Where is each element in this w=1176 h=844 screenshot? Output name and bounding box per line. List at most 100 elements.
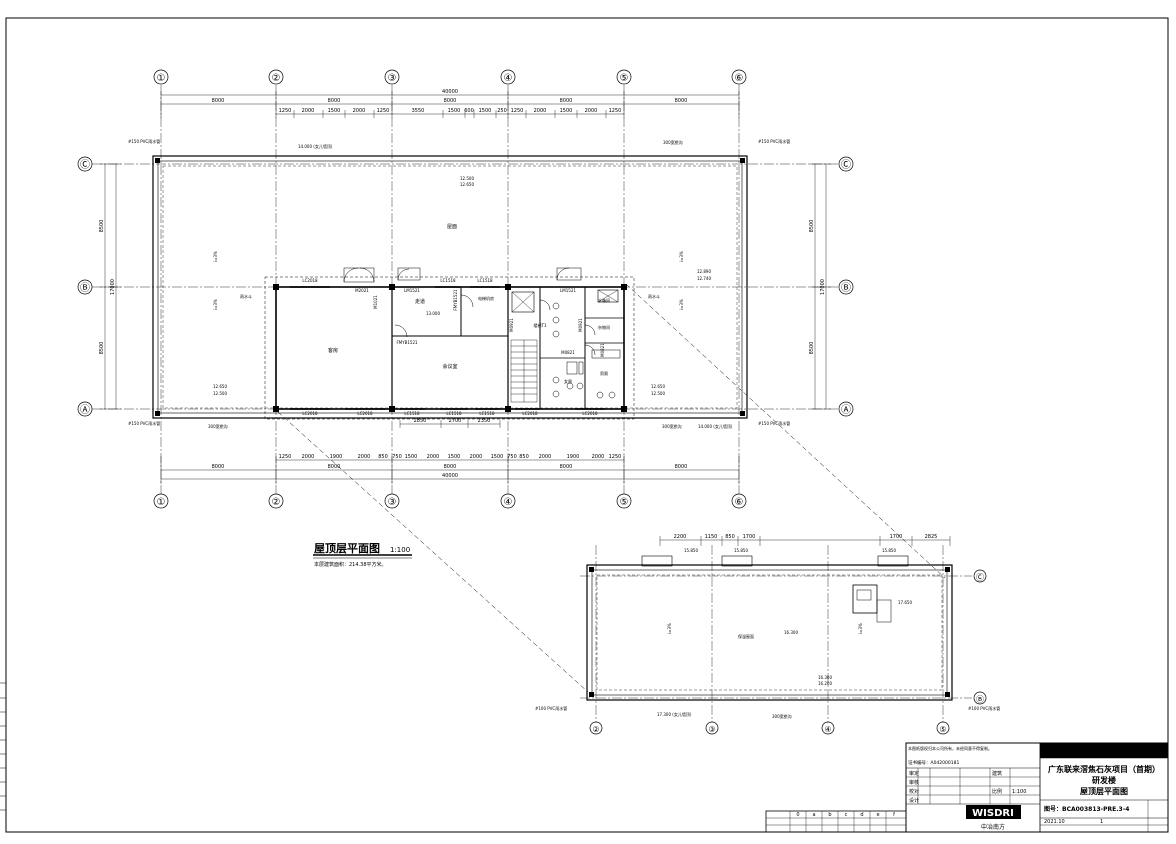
- axis-label-col-3: ③: [388, 73, 397, 84]
- room-label-water-tank: 水箱间: [598, 297, 610, 303]
- sheet-border: [5, 17, 1169, 833]
- dim-top-detail: 2000: [585, 108, 598, 114]
- dim-depth-right: 17000: [820, 279, 826, 295]
- tb-sheet-title: 屋顶层平面图: [1080, 786, 1128, 796]
- door-tag: M1021: [373, 295, 378, 309]
- elevation-roof-b-left: 12.650: [213, 384, 227, 389]
- window-tag: LC2018: [302, 411, 318, 416]
- dim-bottom-detail: 1500: [405, 454, 418, 460]
- grid-lines: [92, 85, 840, 495]
- upper-axis-label: ③: [708, 725, 715, 734]
- room-label-corridor: 走道: [415, 298, 425, 305]
- note-gutter-top: 300宽檐沟: [663, 139, 683, 145]
- upper-elevation-roof-b: 16.200: [818, 681, 832, 686]
- upper-columns: [589, 567, 950, 697]
- upper-roof-outline: [586, 555, 953, 701]
- drawing-title: 屋顶层平面图: [314, 542, 380, 555]
- dim-bay-3-top: 8000: [444, 98, 457, 104]
- room-label-meeting-room: 会议室: [442, 363, 457, 370]
- dim-bottom-detail: 1900: [330, 454, 343, 460]
- tb-building: 研发楼: [1092, 775, 1116, 785]
- upper-axis-label: ④: [824, 725, 831, 734]
- upper-elevation-top: 15.850: [734, 548, 748, 553]
- upper-elevation-roof: 16.300: [818, 675, 832, 680]
- room-label-toilet-m: 男厕: [600, 370, 608, 376]
- rev-col: d: [860, 812, 863, 818]
- note-slope: i=3%: [213, 299, 218, 310]
- tb-scale: 1:100: [1012, 789, 1026, 795]
- elevation-roof-a-right: 12.500: [651, 391, 665, 396]
- dim-top-detail: 1250: [377, 108, 390, 114]
- top-dimension-lines: [160, 91, 740, 118]
- door-tag: M0921: [578, 318, 583, 332]
- tb-discipline-label: 建筑: [992, 770, 1002, 777]
- door-tag: FMYB1521: [396, 340, 418, 345]
- axis-label-col-4: ④: [504, 73, 513, 84]
- window-tag: LC2018: [522, 411, 538, 416]
- window-tag: LC1518: [404, 411, 420, 416]
- upper-note-drain: #100 PVC雨水管: [535, 705, 567, 711]
- upper-dim: 2825: [925, 534, 938, 540]
- upper-dim: 2200: [674, 534, 687, 540]
- room-label-utility: 杂物间: [598, 324, 610, 330]
- dim-overall-bottom: 40000: [442, 473, 458, 479]
- side-dimension-lines: [100, 163, 831, 410]
- elevation-roof-a: 12.500: [460, 176, 474, 181]
- dim-top-detail: 3550: [412, 108, 425, 114]
- upper-axis-label: Ⓒ: [976, 573, 984, 582]
- dim-bottom-detail: 1250: [609, 454, 622, 460]
- bottom-dimension-lines: [160, 420, 740, 484]
- upper-note-slope: i=3%: [858, 623, 863, 634]
- upper-axis-bubbles: [589, 569, 987, 735]
- dim-top-detail: 1250: [609, 108, 622, 114]
- dim-bottom-detail: 850: [519, 454, 529, 460]
- title-block-note-band: [1040, 743, 1168, 758]
- parapet-outline: [152, 155, 748, 419]
- elevation-roof-b-right: 12.650: [651, 384, 665, 389]
- rev-col: 0: [796, 812, 799, 818]
- dim-top-detail: 250: [497, 108, 507, 114]
- upper-elevation-top: 15.850: [882, 548, 896, 553]
- rev-col: b: [828, 812, 831, 818]
- door-tags: M2021 M1021 LM1521 FMYB1521 FMYB1521 LM1…: [355, 288, 605, 357]
- dim-bay-4-bottom: 8000: [560, 464, 573, 470]
- dim-bottom-detail: 2000: [358, 454, 371, 460]
- doors: [343, 267, 596, 356]
- upper-grid-lines: [580, 545, 972, 722]
- dim-row-cb-right: 8500: [809, 220, 815, 233]
- drawing-title-group: 屋顶层平面图 1:100 本层建筑面积：214.38平方米。: [314, 542, 410, 568]
- tb-date: 2021.10: [1044, 819, 1065, 825]
- upper-dim: 1700: [743, 534, 756, 540]
- rev-col: c: [845, 812, 848, 818]
- elevation-parapet-top-b: 14.000 (女儿墙顶): [698, 423, 733, 429]
- axis-label-col-5-bottom: ⑤: [620, 497, 629, 508]
- dim-top-detail: 2000: [534, 108, 547, 114]
- upper-note-drain: #100 PVC雨水管: [968, 705, 1000, 711]
- dim-top-detail: 2000: [302, 108, 315, 114]
- dim-bottom-detail: 1250: [279, 454, 292, 460]
- dim-bottom-detail: 1500: [491, 454, 504, 460]
- room-label-elevator-room: 电梯机房: [478, 295, 494, 301]
- elevation-roof-a-left: 12.500: [213, 391, 227, 396]
- elevation-roof-d: 12.740: [697, 276, 711, 281]
- drawing-title-underline: [313, 554, 412, 559]
- elevation-parapet-top: 14.000 (女儿墙顶): [298, 143, 333, 149]
- upper-dim: 850: [725, 534, 735, 540]
- elevation-floor: 13.000: [426, 311, 440, 316]
- door-tag: LM1521: [404, 288, 420, 293]
- window-tag: LC1518: [440, 278, 456, 283]
- upper-roof-text: 2200 1150 850 1700 1700 2825 15.850 15.8…: [535, 534, 1000, 734]
- dim-bottom-detail: 2000: [302, 454, 315, 460]
- dim-bottom-detail: 1900: [567, 454, 580, 460]
- upper-note-insulation: 保温屋面: [738, 633, 754, 639]
- dim-bottom-detail: 850: [378, 454, 388, 460]
- drawing-area-note: 本层建筑面积：214.38平方米。: [314, 561, 387, 568]
- tb-role: 校对: [909, 788, 919, 795]
- left-margin-strip: [0, 682, 6, 811]
- room-label-stair: 楼梯T1: [534, 322, 547, 328]
- dim-bay-4-top: 8000: [560, 98, 573, 104]
- upper-dimension-lines: [659, 536, 951, 546]
- dim-top-detail: 2000: [353, 108, 366, 114]
